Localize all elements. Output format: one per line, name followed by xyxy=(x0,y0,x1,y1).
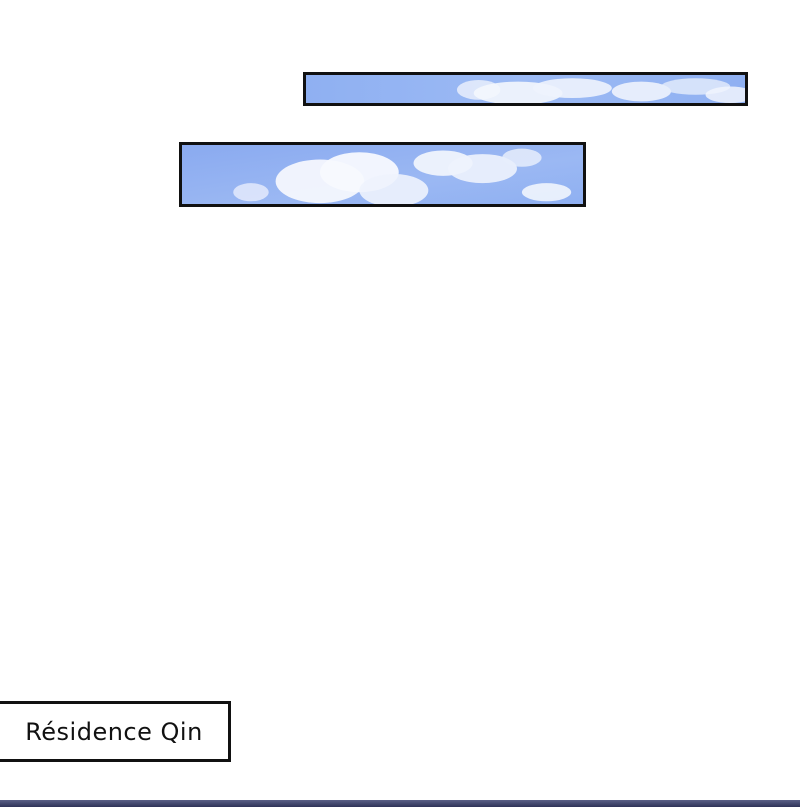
sky-clouds-image xyxy=(182,145,583,204)
sky-panel-middle xyxy=(179,142,586,207)
sky-clouds-image xyxy=(306,75,745,103)
location-caption-box: Résidence Qin xyxy=(0,701,231,762)
location-caption-text: Résidence Qin xyxy=(25,717,203,746)
next-panel-edge xyxy=(0,800,800,807)
sky-panel-top xyxy=(303,72,748,106)
